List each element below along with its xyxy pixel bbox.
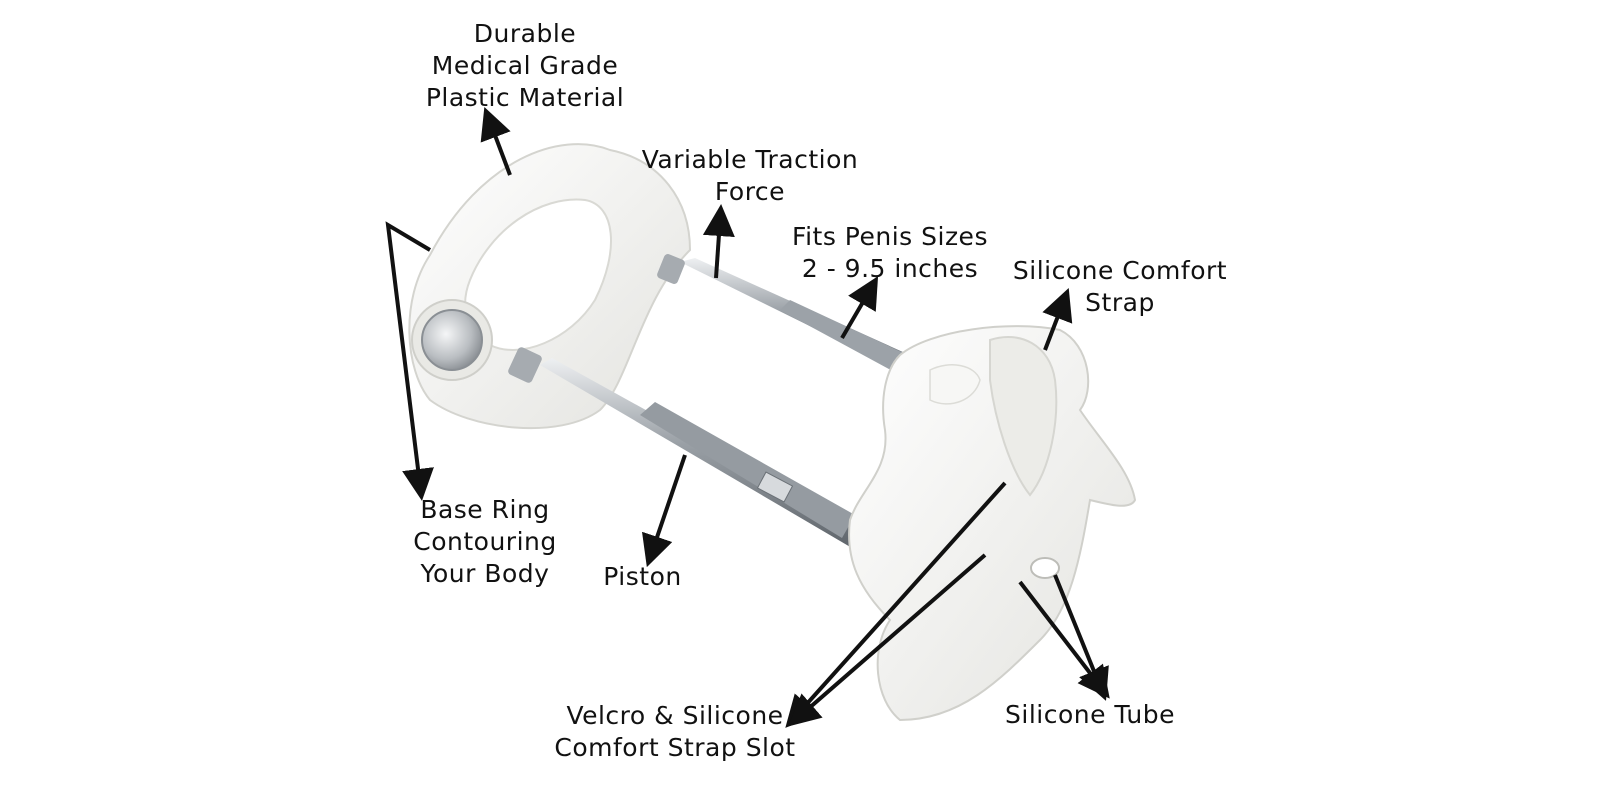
label-velcro: Velcro & Silicone Comfort Strap Slot bbox=[540, 700, 810, 764]
label-tube: Silicone Tube bbox=[990, 699, 1190, 731]
label-piston: Piston bbox=[590, 561, 695, 593]
arrow-tube-b bbox=[1053, 574, 1109, 701]
label-sizes-line-2: 2 - 9.5 inches bbox=[801, 254, 979, 283]
arrow-base-ring bbox=[385, 221, 434, 501]
label-traction-line-1: Variable Traction bbox=[641, 145, 859, 174]
base-ring bbox=[408, 143, 692, 430]
arrow-velcro-a bbox=[785, 481, 1007, 728]
label-tube-line-1: Silicone Tube bbox=[1005, 700, 1175, 729]
label-base-ring-line-3: Your Body bbox=[420, 559, 550, 588]
callout-arrows bbox=[385, 107, 1110, 728]
arrow-velcro-b bbox=[787, 553, 987, 727]
label-sizes: Fits Penis Sizes 2 - 9.5 inches bbox=[780, 221, 1000, 285]
label-traction: Variable Traction Force bbox=[630, 144, 870, 208]
label-material: Durable Medical Grade Plastic Material bbox=[420, 18, 630, 114]
label-material-line-1: Durable bbox=[473, 19, 577, 48]
label-material-line-2: Medical Grade bbox=[431, 51, 619, 80]
label-sizes-line-1: Fits Penis Sizes bbox=[792, 222, 988, 251]
label-traction-line-2: Force bbox=[714, 177, 786, 206]
label-base-ring-line-2: Contouring bbox=[413, 527, 557, 556]
cradle bbox=[848, 325, 1137, 722]
label-velcro-line-2: Comfort Strap Slot bbox=[554, 733, 796, 762]
arrow-material bbox=[480, 107, 512, 176]
label-material-line-3: Plastic Material bbox=[425, 83, 625, 112]
lower-rod bbox=[508, 347, 862, 548]
label-strap: Silicone Comfort Strap bbox=[1000, 255, 1240, 319]
label-velcro-line-1: Velcro & Silicone bbox=[566, 701, 784, 730]
arrow-piston bbox=[642, 454, 687, 568]
arrow-sizes bbox=[840, 276, 879, 340]
label-strap-line-1: Silicone Comfort bbox=[1012, 256, 1228, 285]
label-piston-line-1: Piston bbox=[603, 562, 682, 591]
arrow-strap bbox=[1042, 288, 1073, 351]
upper-rod bbox=[657, 254, 925, 378]
arrow-traction bbox=[702, 204, 735, 279]
label-strap-line-2: Strap bbox=[1085, 288, 1155, 317]
label-base-ring: Base Ring Contouring Your Body bbox=[400, 494, 570, 590]
label-base-ring-line-1: Base Ring bbox=[420, 495, 550, 524]
